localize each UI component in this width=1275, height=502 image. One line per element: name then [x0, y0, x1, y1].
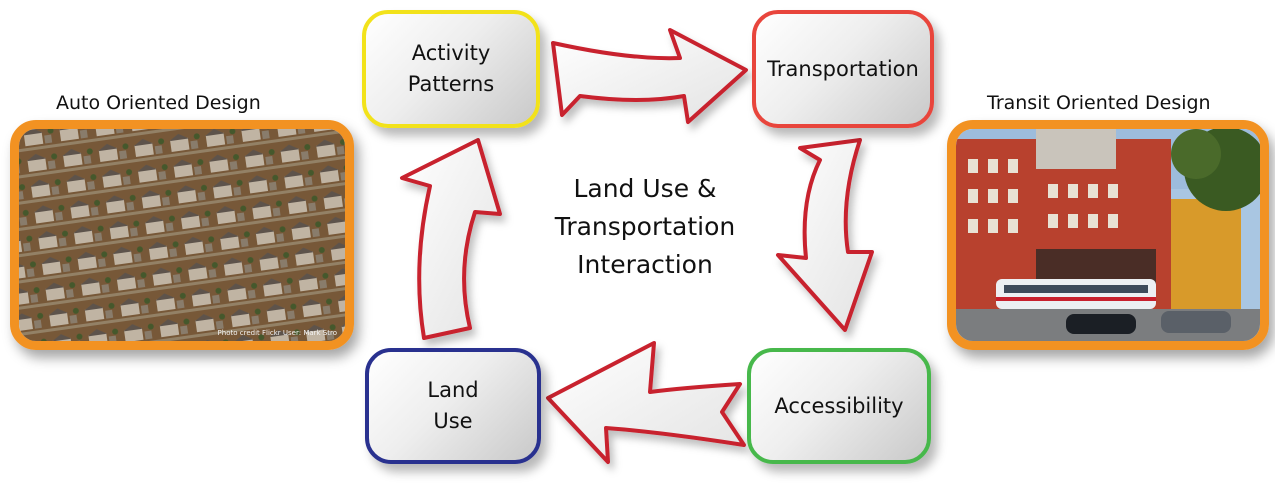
arrow-activity-to-transportation [551, 28, 748, 124]
suburban-houses-image [19, 129, 345, 341]
node-activity-patterns: Activity Patterns [362, 10, 540, 128]
center-title-line1: Land Use & [573, 174, 717, 203]
arrow-land-use-to-activity [400, 138, 502, 340]
node-transportation: Transportation [752, 10, 934, 128]
arrow-transportation-to-accessibility [776, 138, 874, 332]
center-title-line2: Transportation [554, 212, 736, 241]
center-title-line3: Interaction [577, 250, 713, 279]
node-transportation-label: Transportation [767, 56, 919, 81]
node-land-use-line2: Use [433, 409, 473, 433]
city-streetcar-image [956, 129, 1260, 341]
center-title: Land Use & Transportation Interaction [520, 170, 770, 284]
arrow-accessibility-to-land-use [546, 341, 746, 464]
node-activity-line1: Activity [411, 41, 491, 65]
node-accessibility: Accessibility [747, 348, 931, 464]
node-activity-line2: Patterns [407, 72, 495, 96]
photo-credit: Photo credit Flickr User: Mark Stro [217, 329, 337, 337]
node-accessibility-label: Accessibility [774, 393, 904, 418]
transit-design-photo [947, 120, 1269, 350]
node-land-use: Land Use [365, 348, 541, 464]
transit-design-caption: Transit Oriented Design [987, 92, 1211, 114]
auto-design-caption: Auto Oriented Design [56, 92, 261, 114]
node-land-use-line1: Land [427, 378, 479, 402]
auto-design-photo: Photo credit Flickr User: Mark Stro [10, 120, 354, 350]
